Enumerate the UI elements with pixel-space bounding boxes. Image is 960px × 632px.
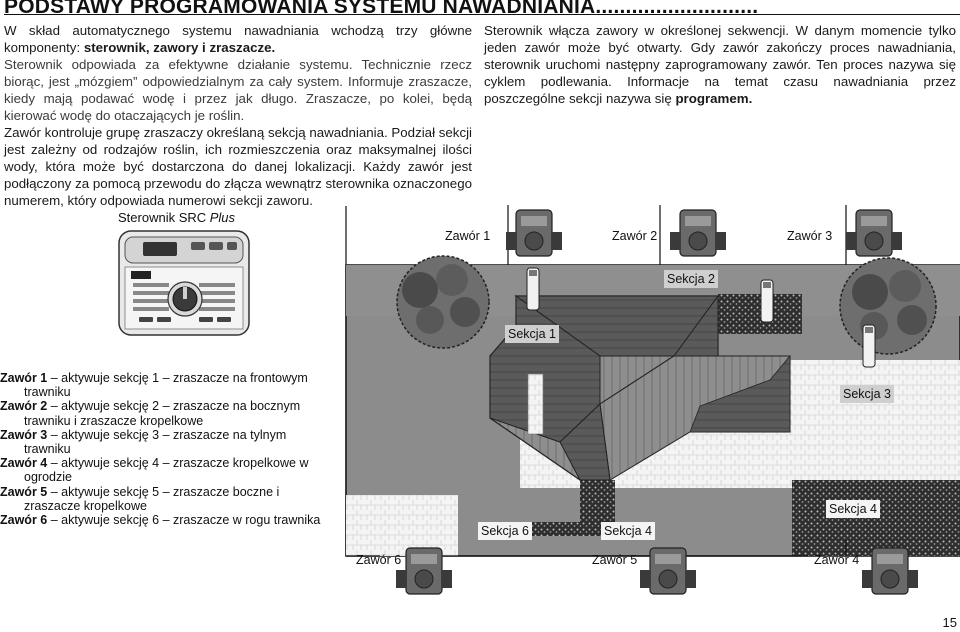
valve-description-item: Zawór 5 – aktywuje sekcję 5 – zraszacze … — [0, 484, 280, 513]
valve-description-item: Zawór 1 – aktywuje sekcję 1 – zraszacze … — [0, 371, 308, 400]
paragraph-components: W skład automatycznego systemu nawadnian… — [4, 23, 472, 55]
valve-description-item: Zawór 3 – aktywuje sekcję 3 – zraszacze … — [0, 427, 287, 457]
intro-right-column: Sterownik włącza zawory w określonej sek… — [484, 22, 956, 107]
valve-label-4: Zawór 4 — [814, 553, 859, 567]
controller-image — [118, 230, 250, 336]
sprinkler-icon — [760, 279, 774, 323]
valve-icon — [862, 547, 918, 595]
valve-description-item: Zawór 4 – aktywuje sekcję 4 – zraszacze … — [0, 456, 309, 485]
valve-description-item: Zawór 6 – aktywuje sekcję 6 – zraszacze … — [0, 513, 321, 528]
valve-icon — [846, 209, 902, 257]
components-bold: sterownik, zawory i zraszacze. — [83, 40, 276, 55]
page-heading: PODSTAWY PROGRAMOWANIA SYSTEMU NAWADNIAN… — [4, 0, 960, 20]
irrigation-diagram: Zawór 1 Zawór 2 Zawór 3 Zawór 6 Zawór 5 … — [345, 205, 960, 595]
shrub-icon — [839, 257, 937, 355]
paragraph-sequence: Sterownik włącza zawory w określonej sek… — [484, 23, 956, 106]
section-label-4-right: Sekcja 4 — [829, 502, 877, 516]
valve-label-5: Zawór 5 — [592, 553, 637, 567]
valve-label-1: Zawór 1 — [445, 229, 490, 243]
valve-description-item: Zawór 2 – aktywuje sekcję 2 – zraszacze … — [0, 399, 301, 428]
valve-description-list: Zawór 1 – aktywuje sekcję 1 – zraszacze … — [0, 371, 346, 527]
sprinkler-icon — [862, 324, 876, 368]
section-label-4-left: Sekcja 4 — [604, 524, 652, 538]
valve-label-3: Zawór 3 — [787, 229, 832, 243]
section-label-1: Sekcja 1 — [508, 327, 556, 341]
controller-title: Sterownik SRC Plus — [118, 210, 236, 225]
section-label-6: Sekcja 6 — [481, 524, 529, 538]
paragraph-controller: Sterownik odpowiada za efektywne działan… — [4, 57, 472, 123]
section-label-2: Sekcja 2 — [667, 272, 715, 286]
valve-icon — [506, 209, 562, 257]
paragraph-valve: Zawór kontroluje grupę zraszaczy określa… — [4, 125, 472, 208]
program-bold: programem. — [675, 91, 753, 106]
intro-left-column: W skład automatycznego systemu nawadnian… — [4, 22, 472, 209]
valve-label-2: Zawór 2 — [612, 229, 657, 243]
valve-icon — [396, 547, 452, 595]
valve-icon — [640, 547, 696, 595]
page-number: 15 — [942, 615, 957, 630]
sprinkler-icon — [526, 267, 540, 311]
section-label-3: Sekcja 3 — [843, 387, 891, 401]
shrub-icon — [396, 255, 490, 349]
valve-label-6: Zawór 6 — [356, 553, 401, 567]
valve-icon — [670, 209, 726, 257]
